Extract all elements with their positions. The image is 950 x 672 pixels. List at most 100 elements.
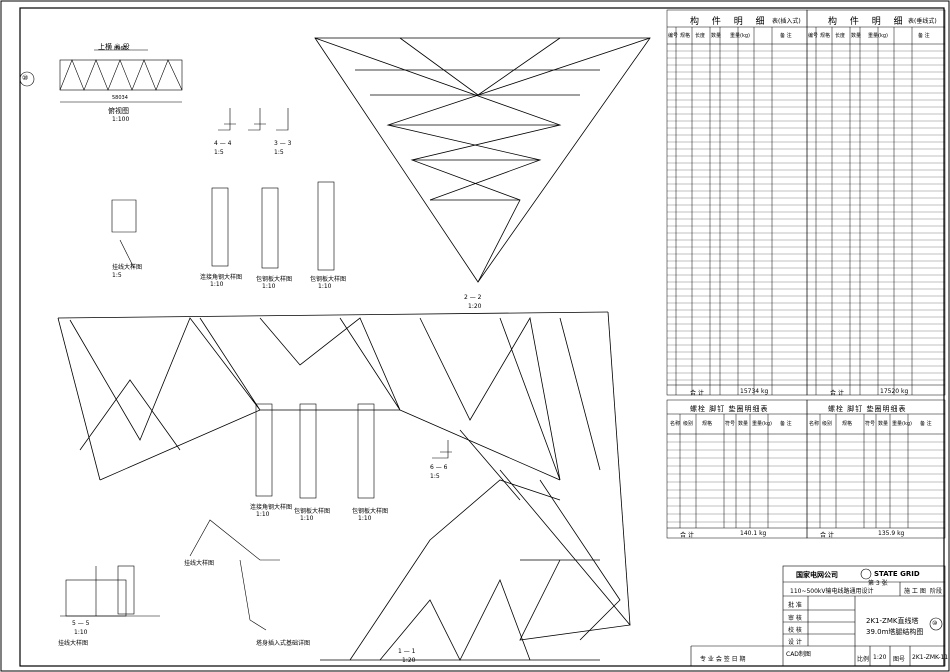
bolt-left-h-sym: 符号 bbox=[725, 421, 736, 427]
plate-details-middle bbox=[255, 403, 452, 499]
member-left-h-note: 备 注 bbox=[780, 33, 792, 39]
plate-detail-1-caption: 连接角钢大样图 bbox=[200, 274, 243, 281]
section-4-4: 4 — 4 bbox=[214, 140, 232, 147]
plate-detail-5-scale: 1:10 bbox=[300, 515, 314, 522]
section-tag: ⑩ bbox=[22, 74, 29, 82]
row-review: 审 核 bbox=[788, 615, 802, 622]
member-left-h-id: 编号 bbox=[668, 33, 679, 39]
bolt-left-h-name: 名称 bbox=[670, 421, 681, 427]
top-view-dim-bottom: 58034 bbox=[112, 95, 128, 101]
plate-detail-4-scale: 1:10 bbox=[256, 511, 270, 518]
scale-1-1: 1:20 bbox=[402, 657, 416, 664]
member-right-total-label: 合 计 bbox=[830, 390, 844, 397]
member-left-title: 构 件 明 细 bbox=[690, 17, 770, 27]
sheet-number: ⑩ bbox=[932, 620, 938, 627]
section-3-3: 3 — 3 bbox=[274, 140, 292, 147]
sheet-label: 第 3 张 bbox=[868, 580, 888, 587]
bolt-left-h-note: 备 注 bbox=[780, 421, 792, 427]
bolt-tables bbox=[666, 399, 946, 539]
stage-label: 施 工 图 bbox=[904, 588, 926, 595]
member-left-total-label: 合 计 bbox=[690, 390, 704, 397]
bolt-left-total: 140.1 kg bbox=[740, 530, 767, 537]
scale-6-6: 1:5 bbox=[430, 473, 440, 480]
bottom-left-caption: 挂线大样图 bbox=[58, 640, 89, 647]
plate-detail-2-caption: 包钢板大样图 bbox=[256, 276, 293, 283]
bolt-right-h-sym: 符号 bbox=[865, 421, 876, 427]
bolt-right-h-spec: 规格 bbox=[842, 421, 853, 427]
plate-detail-4-caption: 连接角钢大样图 bbox=[250, 504, 293, 511]
section-1-1: 1 — 1 bbox=[398, 648, 416, 655]
sheet-number-circle bbox=[929, 617, 943, 631]
plate-details-top bbox=[111, 181, 335, 271]
member-left-h-weight: 重量(kg) bbox=[730, 33, 750, 39]
member-right-title: 构 件 明 细 bbox=[828, 17, 908, 27]
member-right-h-note: 备 注 bbox=[918, 33, 930, 39]
bottom-right-caption: 塔身插入式基础详图 bbox=[256, 640, 311, 647]
drawing-name-line2: 39.0m塔腿结构图 bbox=[866, 628, 924, 636]
top-view-scale: 1:100 bbox=[112, 116, 130, 123]
plate-detail-5-caption: 包钢板大样图 bbox=[294, 508, 331, 515]
top-view bbox=[59, 49, 183, 103]
bottom-truss bbox=[320, 479, 600, 661]
bolt-right-h-name: 名称 bbox=[809, 421, 820, 427]
bolt-left-total-label: 合 计 bbox=[680, 532, 694, 539]
row-design: 设 计 bbox=[788, 639, 802, 646]
scale-4-4: 1:5 bbox=[214, 149, 224, 156]
bolt-table-rows bbox=[667, 441, 945, 523]
bolt-left-h-weight: 重量(kg) bbox=[752, 421, 772, 427]
member-right-h-id: 编号 bbox=[808, 33, 819, 39]
bolt-right-total-label: 合 计 bbox=[820, 532, 834, 539]
plate-detail-1-scale: 1:10 bbox=[210, 281, 224, 288]
section-tag-circle bbox=[19, 71, 35, 87]
member-right-note: 表(垂线式) bbox=[908, 18, 937, 25]
bottom-mid-caption: 挂线大样图 bbox=[184, 560, 215, 567]
member-right-h-weight: 重量(kg) bbox=[868, 33, 888, 39]
top-view-title: 上横 ⑧ 段 bbox=[98, 43, 130, 51]
plate-detail-6-caption: 包钢板大样图 bbox=[352, 508, 389, 515]
scale-value: 1:20 bbox=[873, 654, 887, 661]
scale-label: 比例 bbox=[857, 656, 870, 663]
member-right-total: 17520 kg bbox=[880, 388, 909, 395]
hanger-detail-scale: 1:5 bbox=[112, 272, 122, 279]
bolt-right-h-qty: 数量 bbox=[878, 421, 889, 427]
bolt-right-total: 135.9 kg bbox=[878, 530, 905, 537]
section-2-2: 2 — 2 bbox=[464, 294, 482, 301]
row-cad: CAD制图 bbox=[786, 651, 811, 658]
drawing-no-label: 图号 bbox=[893, 656, 906, 663]
triangle-section bbox=[314, 37, 651, 283]
base-detail bbox=[60, 519, 280, 631]
plate-detail-3-caption: 包钢板大样图 bbox=[310, 276, 347, 283]
member-tables bbox=[666, 9, 946, 396]
bolt-right-title: 螺栓 脚钉 垫圈明细表 bbox=[828, 405, 907, 413]
bolt-left-h-spec: 规格 bbox=[702, 421, 713, 427]
top-view-dim-top: 8963 bbox=[114, 46, 127, 52]
member-right-h-spec: 规格 bbox=[820, 33, 831, 39]
member-table-rows bbox=[667, 50, 945, 381]
phase-label: 阶段 bbox=[930, 588, 943, 595]
member-left-h-qty: 数量 bbox=[711, 33, 722, 39]
bolt-right-h-weight: 重量(kg) bbox=[892, 421, 912, 427]
section-6-6: 6 — 6 bbox=[430, 464, 448, 471]
footer-signoff: 专 业 会 签 日 期 bbox=[700, 656, 746, 663]
member-left-note: 表(插入式) bbox=[772, 18, 801, 25]
state-grid-logo-icon bbox=[860, 568, 872, 580]
scale-5-5: 1:10 bbox=[74, 629, 88, 636]
title-block bbox=[690, 565, 946, 667]
bolt-left-h-qty: 数量 bbox=[738, 421, 749, 427]
section-5-5: 5 — 5 bbox=[72, 620, 90, 627]
inner-border bbox=[19, 7, 945, 667]
bolt-left-h-grade: 级别 bbox=[683, 421, 694, 427]
scale-2-2: 1:20 bbox=[468, 303, 482, 310]
member-left-total: 15734 kg bbox=[740, 388, 769, 395]
member-left-h-spec: 规格 bbox=[680, 33, 691, 39]
member-right-h-len: 长度 bbox=[835, 33, 846, 39]
bolt-right-h-grade: 级别 bbox=[822, 421, 833, 427]
row-check: 校 核 bbox=[788, 627, 802, 634]
angle-details bbox=[218, 108, 289, 131]
member-left-h-len: 长度 bbox=[695, 33, 706, 39]
bolt-right-h-note: 备 注 bbox=[920, 421, 932, 427]
member-right-h-qty: 数量 bbox=[851, 33, 862, 39]
plate-detail-6-scale: 1:10 bbox=[358, 515, 372, 522]
